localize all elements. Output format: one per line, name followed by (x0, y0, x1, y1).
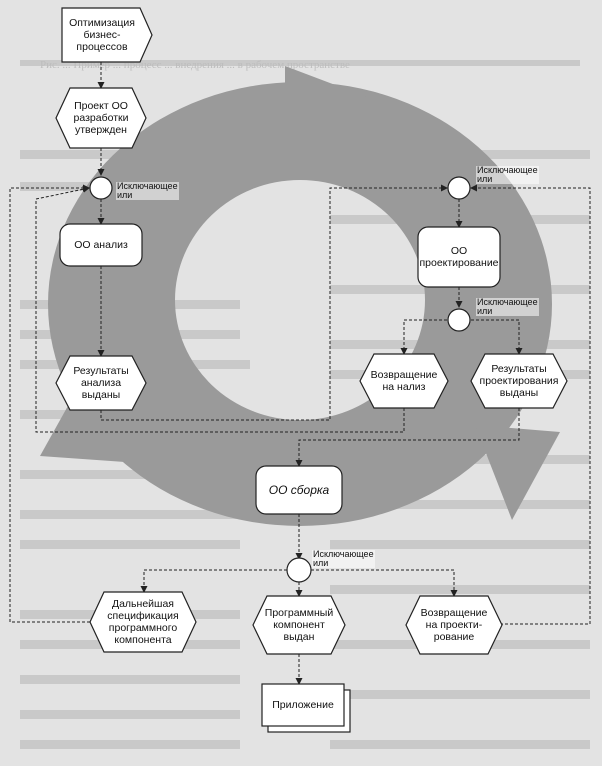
flow-resa-to-xor2 (100, 184, 448, 421)
event-retan (359, 353, 449, 409)
event-resa (55, 355, 147, 411)
event-proj (55, 87, 147, 149)
event-comp (252, 595, 346, 655)
flow-xor4-to-spec (140, 569, 287, 593)
event-resp (470, 353, 568, 409)
xor-note-2: Исключающее или (476, 165, 539, 184)
function-build (255, 465, 343, 515)
xor-note-4: Исключающее или (312, 549, 375, 568)
process-app (261, 683, 345, 727)
cycle-arrow-head-right (475, 425, 560, 520)
function-oop (417, 226, 501, 288)
flow-resp-to-build (295, 408, 520, 467)
flow-retan-to-xor1 (35, 185, 405, 433)
flow-spec-to-xor1 (9, 184, 90, 623)
xor-connector-2 (447, 176, 471, 200)
event-spec (89, 591, 197, 653)
function-ooa (59, 223, 143, 267)
flow-retpr-to-xor2 (470, 184, 591, 625)
xor-connector-1 (89, 176, 113, 200)
xor-note-1: Исключающее или (116, 181, 179, 200)
xor-connector-4 (286, 557, 312, 583)
xor-note-3: Исключающее или (476, 297, 539, 316)
xor-connector-3 (447, 308, 471, 332)
flow-xor3-to-resp (471, 319, 523, 355)
flow-xor4-to-retpr (311, 569, 458, 597)
event-retpr (405, 595, 503, 655)
flow-xor3-to-retan (400, 319, 447, 355)
event-opt (61, 7, 153, 63)
cycle-arrow-head-top (285, 66, 375, 150)
